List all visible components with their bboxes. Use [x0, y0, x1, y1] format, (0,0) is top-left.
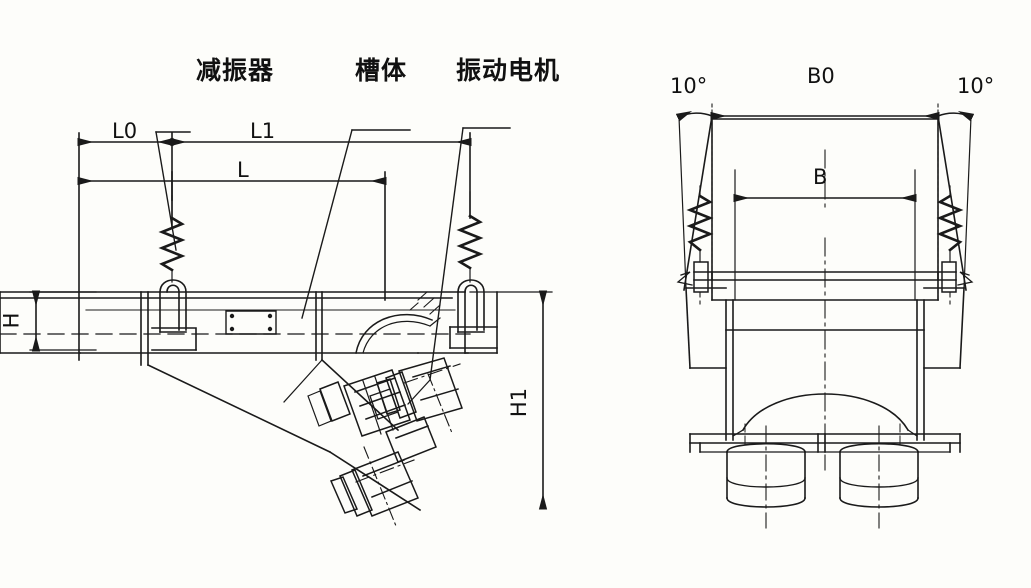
- callout-label-motor: 振动电机: [456, 56, 561, 85]
- dimension-label-b0: B0: [807, 64, 835, 88]
- dimension-label-l1: L1: [250, 119, 276, 143]
- dimension-label-h: H: [0, 312, 24, 329]
- dimension-label-b: B: [813, 165, 828, 189]
- dimension-label-l: L: [237, 158, 249, 182]
- angle-label-right: 10°: [957, 74, 995, 98]
- angle-label-left: 10°: [670, 74, 708, 98]
- dimension-label-h1: H1: [507, 387, 532, 418]
- callout-label-trough: 槽体: [355, 56, 408, 85]
- dimension-label-l0: L0: [112, 119, 138, 143]
- front-view-geometry: [675, 103, 975, 529]
- side-view-geometry: [0, 127, 553, 527]
- callout-label-damper: 减振器: [196, 56, 275, 85]
